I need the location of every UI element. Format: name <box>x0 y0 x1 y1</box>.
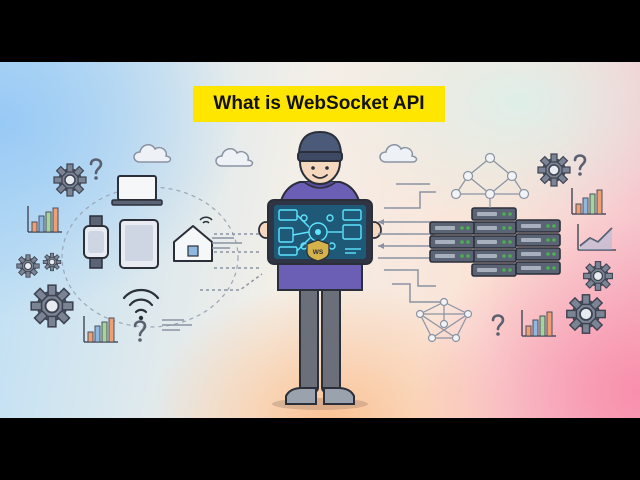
server-rack-icon <box>429 221 475 263</box>
smartwatch-icon <box>83 215 109 269</box>
bar-chart-icon <box>571 187 607 215</box>
wifi-icon <box>122 288 160 321</box>
shield-badge-label: WS <box>313 249 324 256</box>
gear-icon <box>582 260 614 292</box>
smart-home-icon <box>173 216 213 262</box>
dashboard-tablet <box>267 199 373 265</box>
left-connection-lines <box>200 233 263 291</box>
question-mark-icon <box>573 154 587 178</box>
gear-icon <box>16 254 40 278</box>
question-mark-icon <box>89 158 103 182</box>
gear-icon <box>42 252 62 272</box>
cloud-icon <box>133 143 172 163</box>
character <box>258 130 382 410</box>
page-title: What is WebSocket API <box>213 93 425 114</box>
bar-chart-icon <box>83 315 119 343</box>
cloud-icon <box>379 143 418 163</box>
bar-chart-icon <box>27 205 63 233</box>
gear-icon <box>537 153 571 187</box>
question-mark-icon <box>491 314 505 338</box>
title-banner: What is WebSocket API <box>193 86 445 122</box>
shield-icon <box>306 239 330 262</box>
cloud-icon <box>215 147 254 167</box>
devices-cluster <box>61 175 263 328</box>
server-rack-icon <box>515 219 561 275</box>
network-graph-icon <box>450 152 530 208</box>
right-arrowheads <box>378 219 436 261</box>
tablet-icon <box>119 219 159 269</box>
letterbox-bottom <box>0 418 640 480</box>
right-connection-lines <box>378 183 440 303</box>
gear-icon <box>53 163 87 197</box>
bar-chart-icon <box>521 309 557 337</box>
network-graph-icon <box>415 297 473 343</box>
letterbox-top <box>0 0 640 62</box>
thumbnail-frame: WS <box>0 62 640 418</box>
laptop-icon <box>111 175 163 206</box>
gear-icon <box>565 293 607 335</box>
gear-icon <box>30 284 74 328</box>
text-lines-decoration <box>211 237 243 249</box>
server-rack-icon <box>471 207 517 277</box>
text-lines-decoration <box>161 319 193 331</box>
line-chart-icon <box>577 224 616 251</box>
illustration: WS <box>16 130 616 410</box>
question-mark-icon <box>133 320 147 344</box>
